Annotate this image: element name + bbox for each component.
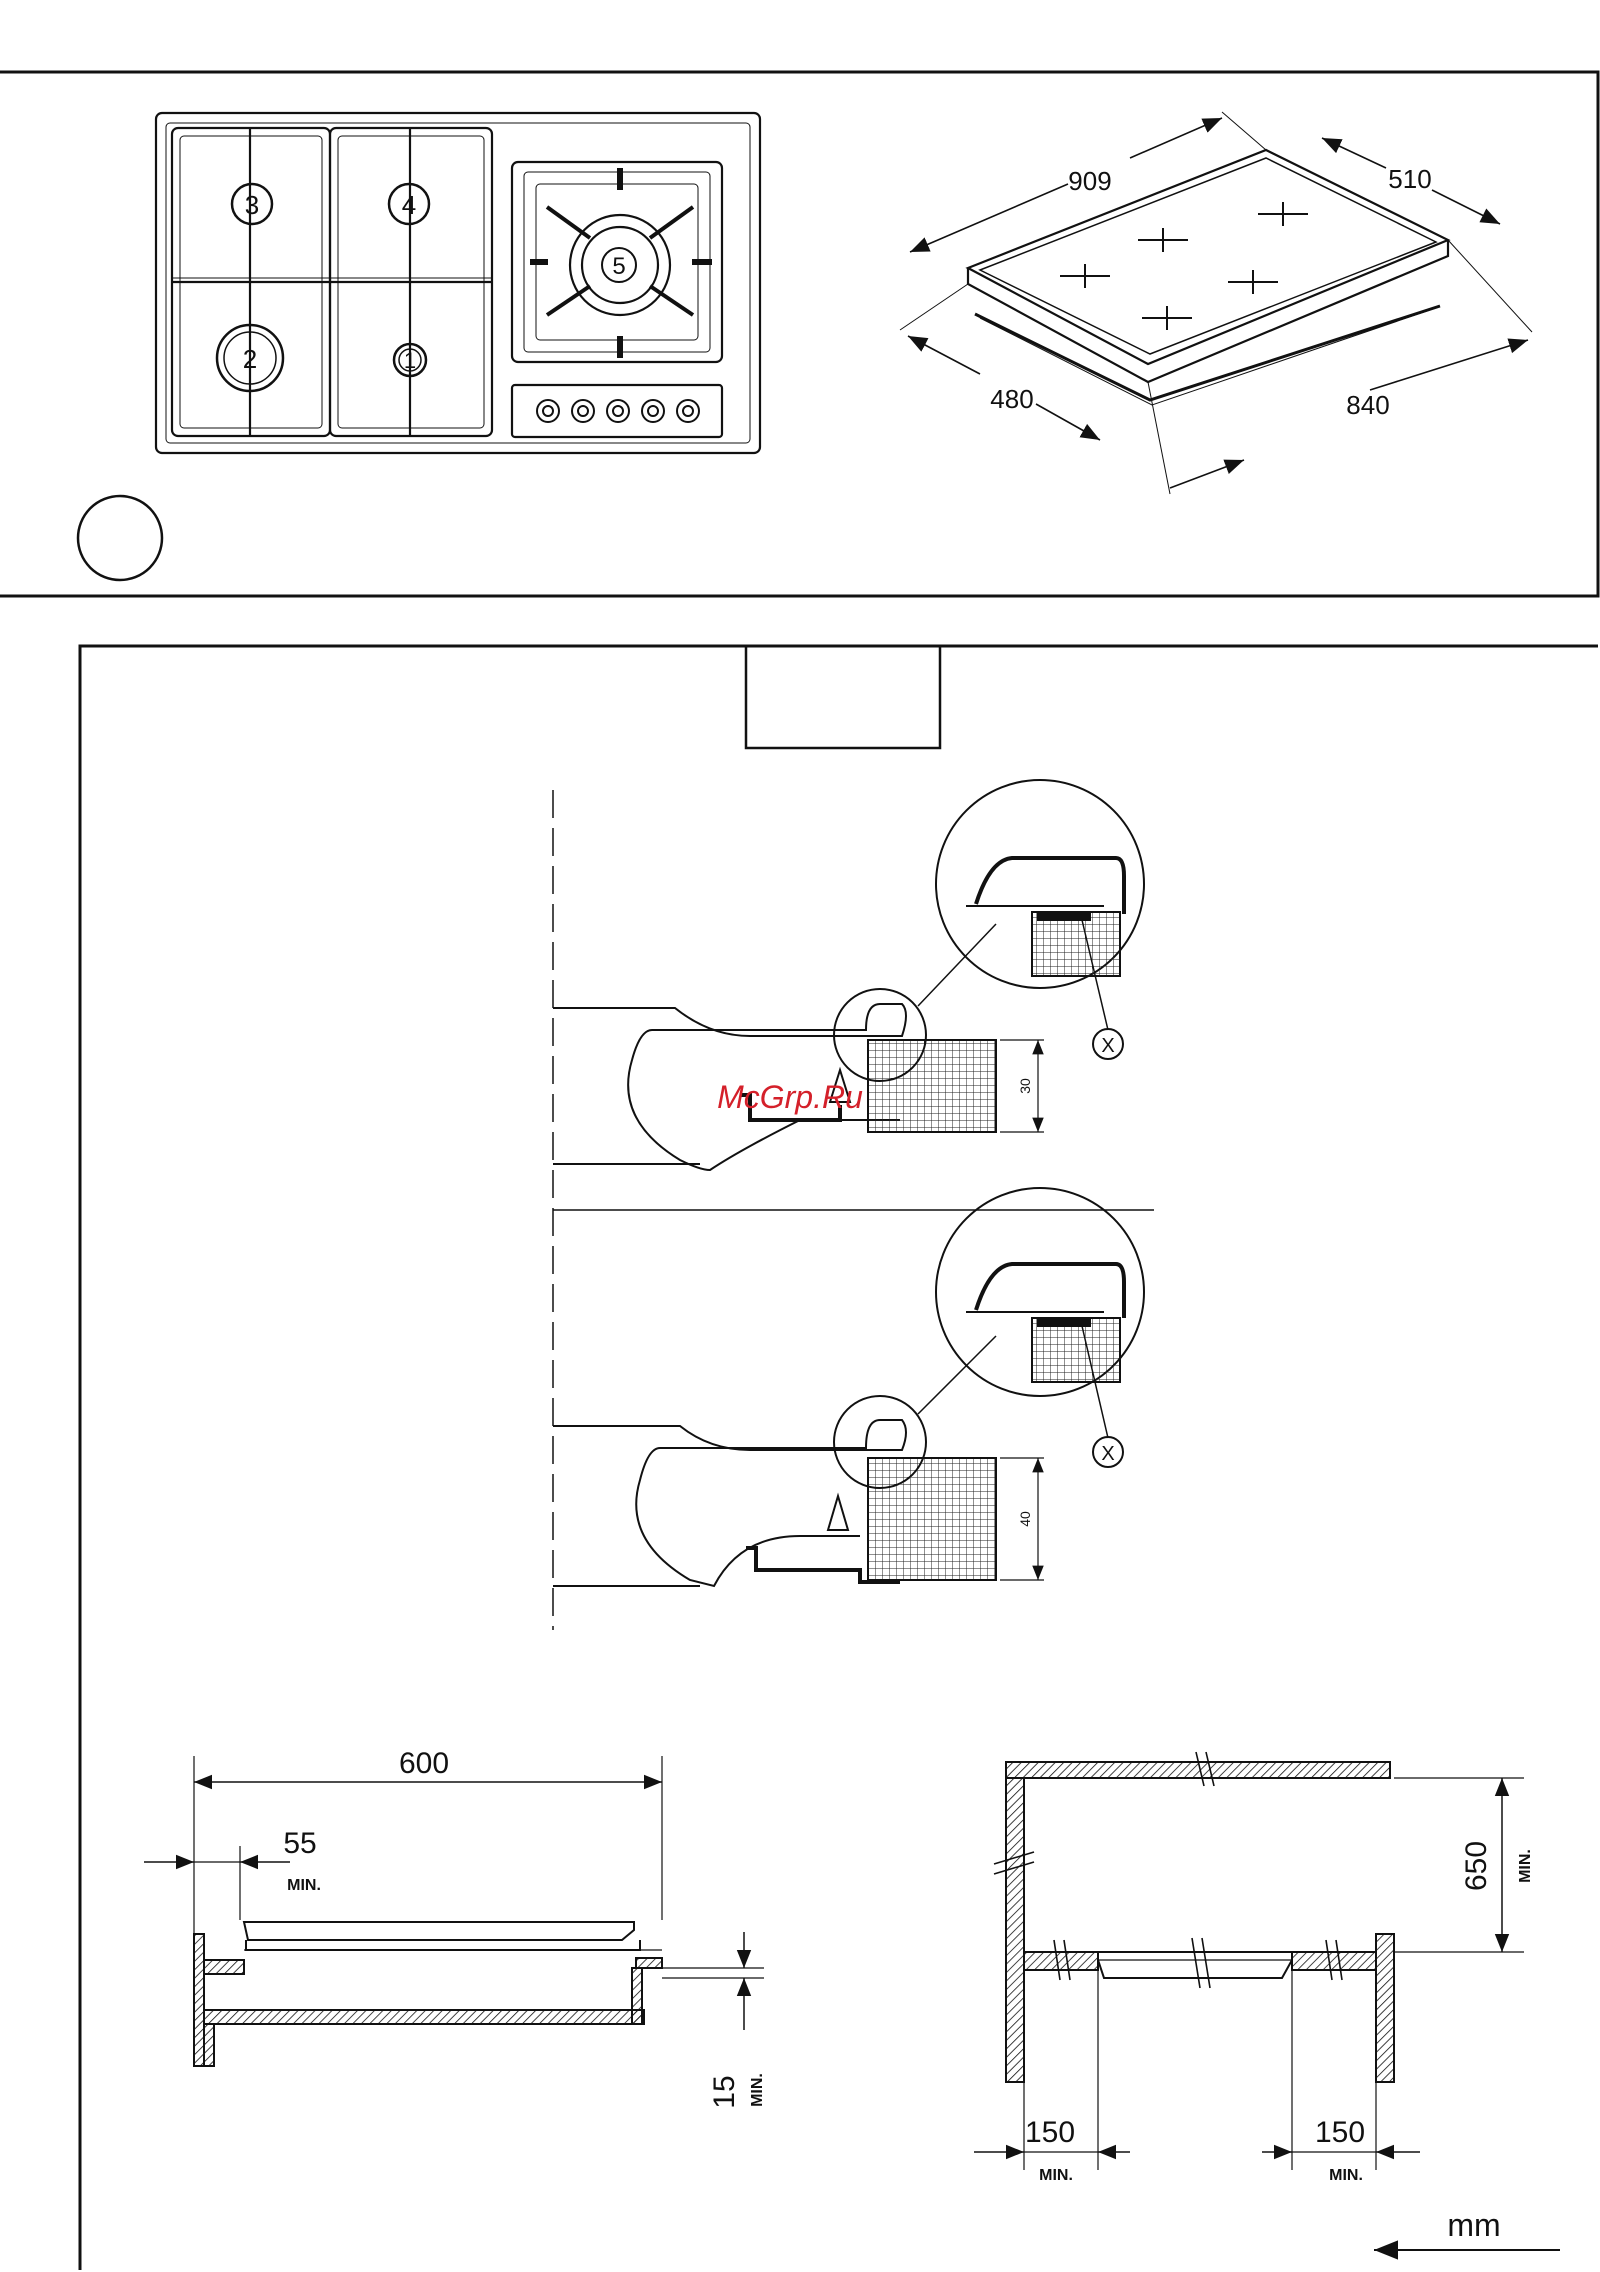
- burner-label-2: 2: [243, 344, 257, 374]
- figure-number-circle: [78, 496, 162, 580]
- burner-label-3: 3: [245, 190, 259, 220]
- dim-55-unit: MIN.: [287, 1877, 321, 1894]
- dim-600: 600: [399, 1747, 449, 1780]
- hob-isometric-view: [900, 112, 1532, 494]
- dim-15: 15: [708, 2075, 741, 2108]
- dim-150-right-unit: MIN.: [1329, 2167, 1363, 2184]
- dim-840: 840: [1346, 390, 1389, 420]
- dim-15-unit: MIN.: [749, 2073, 766, 2107]
- top-panel: 3 4 2 1 5: [0, 72, 1598, 596]
- bottom-panel-frame: [80, 646, 1598, 2270]
- dim-510: 510: [1388, 164, 1431, 194]
- thickness-30: 30: [1017, 1078, 1033, 1094]
- front-section: [144, 1756, 764, 2066]
- dim-909: 909: [1068, 166, 1111, 196]
- dim-650-unit: MIN.: [1517, 1849, 1534, 1883]
- dim-150-left-unit: MIN.: [1039, 2167, 1073, 2184]
- dim-150-left: 150: [1025, 2116, 1075, 2149]
- burner-label-4: 4: [402, 190, 416, 220]
- figure-label-box: [746, 646, 940, 748]
- callout-x-upper: X: [1101, 1035, 1114, 1057]
- hob-plan-view: [156, 113, 760, 453]
- units-label: mm: [1447, 2207, 1500, 2243]
- watermark: McGrp.Ru: [717, 1079, 863, 1115]
- side-section: [974, 1752, 1524, 2170]
- dim-150-right: 150: [1315, 2116, 1365, 2149]
- bottom-panel: X X 30 40 McGrp.Ru: [80, 646, 1598, 2270]
- burner-label-5: 5: [612, 253, 625, 280]
- dim-55: 55: [283, 1827, 316, 1860]
- burner-label-1: 1: [404, 348, 416, 373]
- callout-x-lower: X: [1101, 1443, 1114, 1465]
- dim-480: 480: [990, 384, 1033, 414]
- thickness-40: 40: [1017, 1511, 1033, 1527]
- fixing-detail: [553, 780, 1154, 1630]
- front-section-labels: 600 55 MIN. 15 MIN.: [283, 1747, 766, 2109]
- side-section-labels: 650 MIN. 150 MIN. 150 MIN.: [1025, 1841, 1534, 2184]
- dim-650: 650: [1460, 1841, 1493, 1891]
